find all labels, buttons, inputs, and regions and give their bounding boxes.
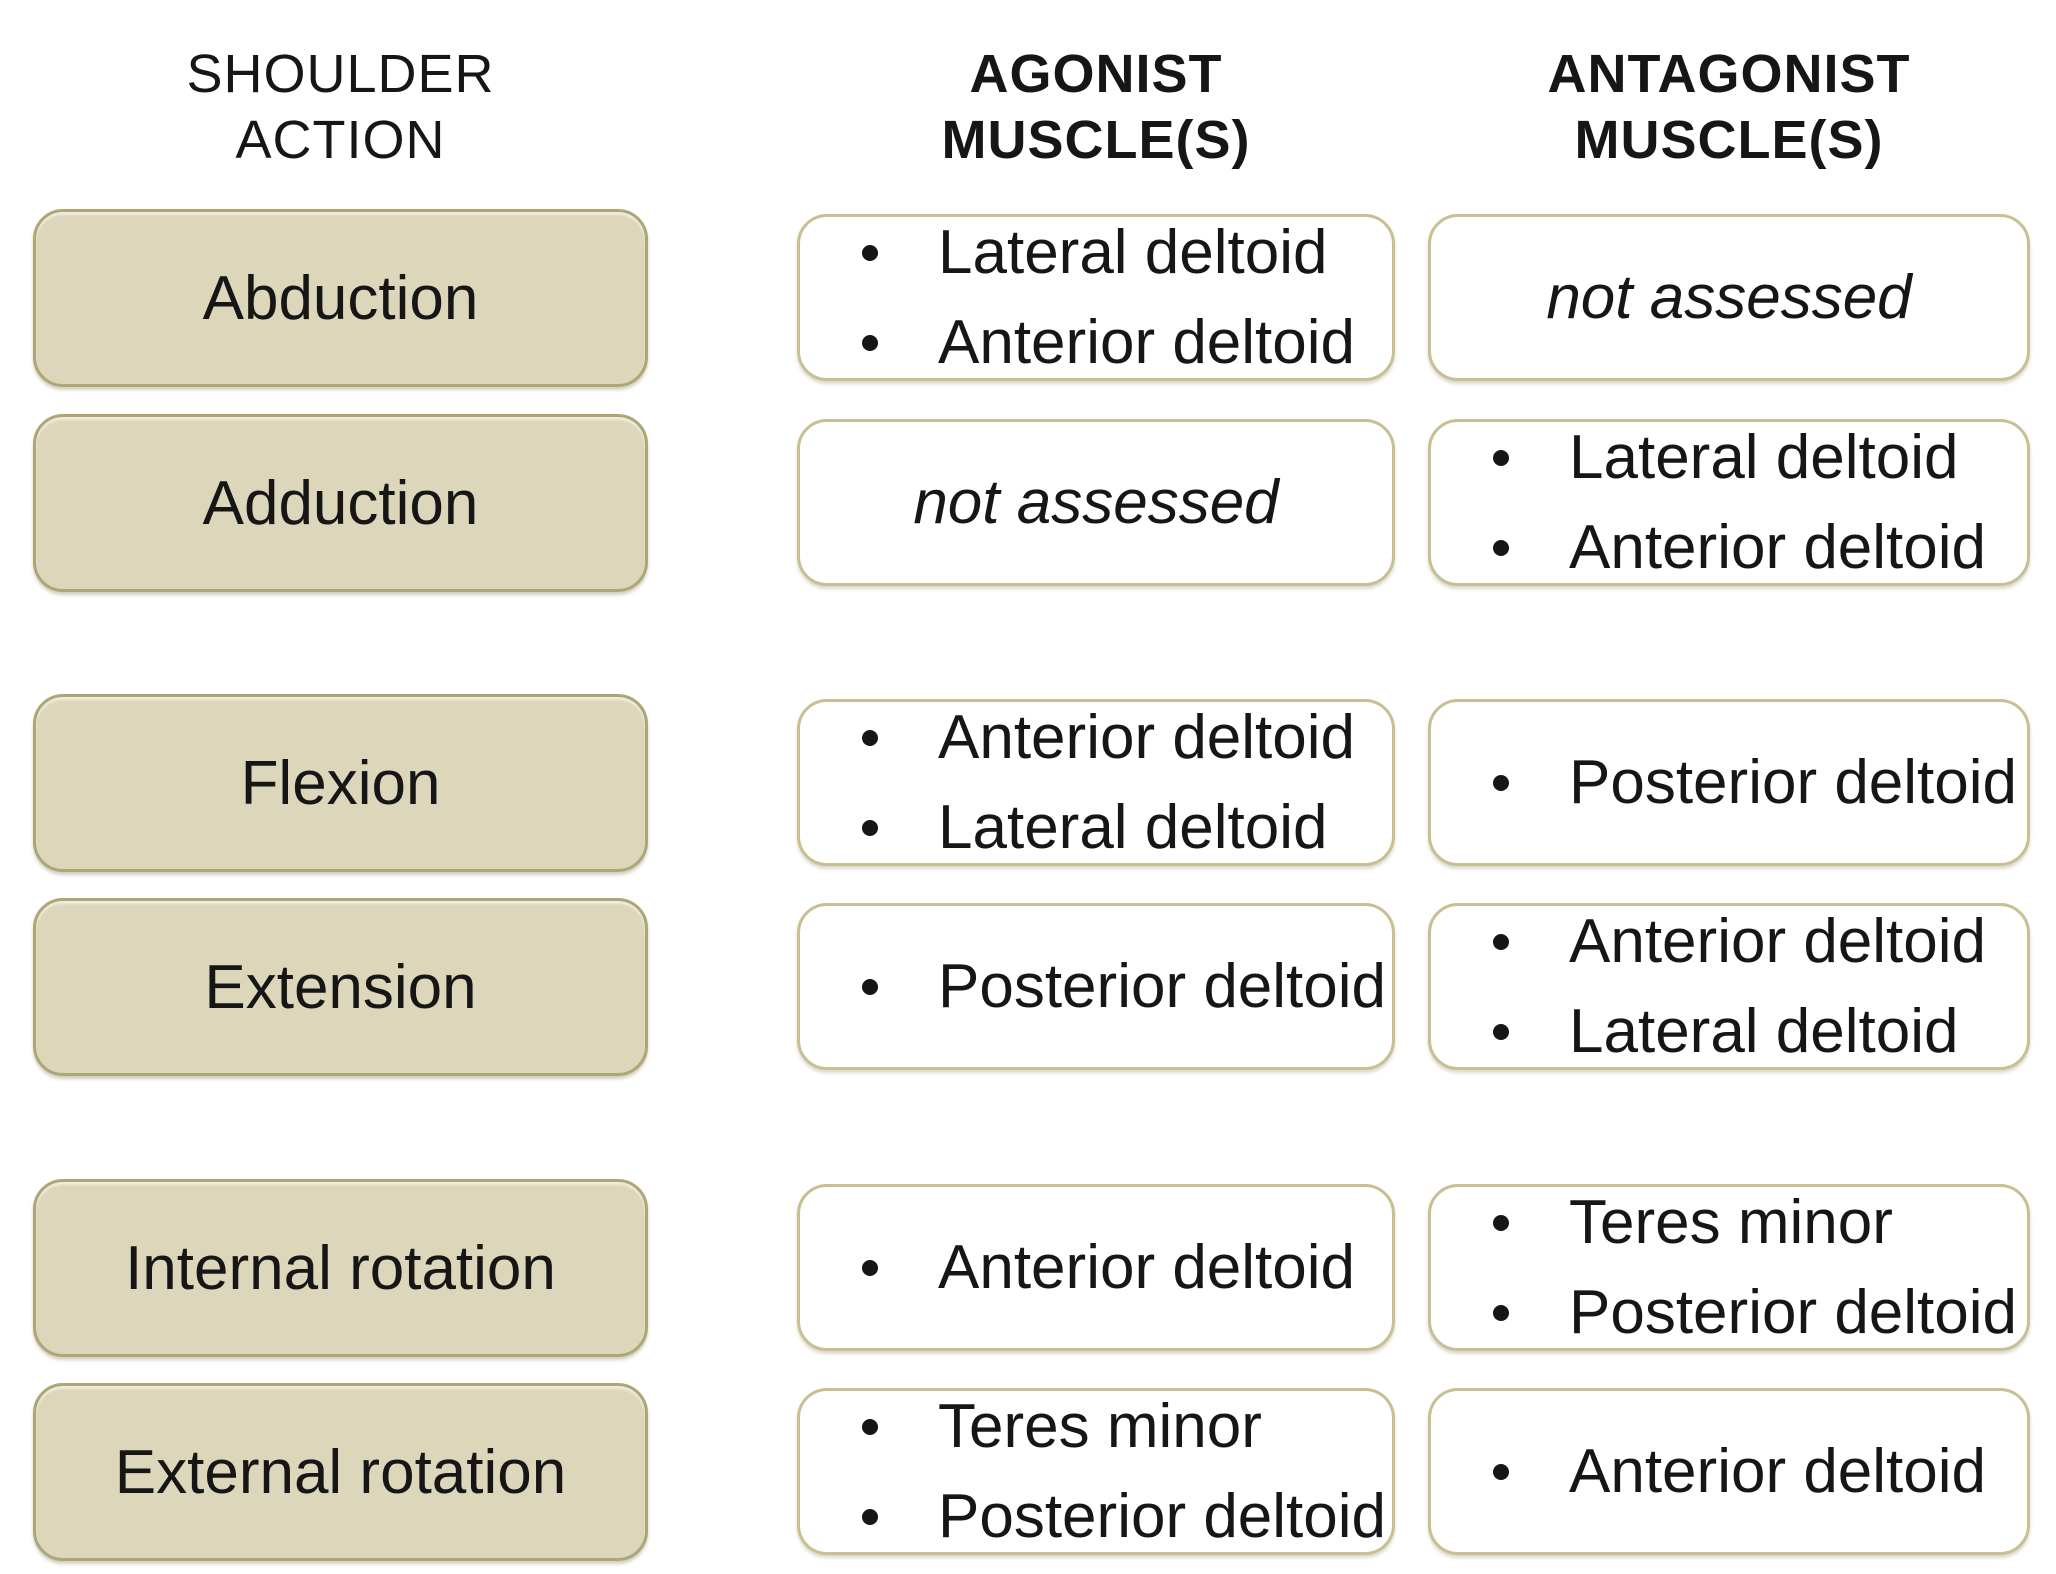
muscle-item-posterior-deltoid: Posterior deltoid <box>1487 1280 2019 1345</box>
muscle-list: Anterior deltoid <box>800 1235 1392 1300</box>
action-label: Internal rotation <box>125 1233 556 1303</box>
agonist-cell-internal-rotation: Anterior deltoid <box>797 1184 1395 1351</box>
action-box-flexion: Flexion <box>33 694 648 872</box>
muscle-list: Anterior deltoid <box>1431 1439 2027 1504</box>
column-header-agonist-muscles: AGONIST MUSCLE(S) <box>797 42 1395 174</box>
muscle-item-lateral-deltoid: Lateral deltoid <box>856 795 1384 860</box>
muscle-item-anterior-deltoid: Anterior deltoid <box>856 310 1384 375</box>
muscle-item-posterior-deltoid: Posterior deltoid <box>856 954 1386 1019</box>
agonist-cell-adduction: not assessed <box>797 419 1395 586</box>
muscle-item-anterior-deltoid: Anterior deltoid <box>1487 1439 2019 1504</box>
not-assessed-note: not assessed <box>913 468 1279 537</box>
action-label: Flexion <box>240 748 441 818</box>
table-row-internal-rotation: Internal rotation Anterior deltoid Teres m… <box>0 1179 2056 1357</box>
action-box-extension: Extension <box>33 898 648 1076</box>
column-header-antagonist-muscles: ANTAGONIST MUSCLE(S) <box>1428 42 2030 174</box>
column-header-line: MUSCLE(S) <box>941 109 1251 170</box>
action-label: Adduction <box>202 468 479 538</box>
column-header-shoulder-action: SHOULDER ACTION <box>33 42 648 174</box>
action-box-adduction: Adduction <box>33 414 648 592</box>
muscle-item-lateral-deltoid: Lateral deltoid <box>856 220 1384 285</box>
table-row-extension: Extension Posterior deltoid Anterior delto… <box>0 898 2056 1076</box>
column-header-line: MUSCLE(S) <box>1574 109 1884 170</box>
muscle-list: Posterior deltoid <box>800 954 1392 1019</box>
antagonist-cell-external-rotation: Anterior deltoid <box>1428 1388 2030 1555</box>
action-label: Abduction <box>202 263 479 333</box>
muscle-item-lateral-deltoid: Lateral deltoid <box>1487 999 2019 1064</box>
muscle-item-anterior-deltoid: Anterior deltoid <box>856 1235 1384 1300</box>
column-header-line: AGONIST <box>969 44 1223 104</box>
action-box-external-rotation: External rotation <box>33 1383 648 1561</box>
action-box-abduction: Abduction <box>33 209 648 387</box>
muscle-item-posterior-deltoid: Posterior deltoid <box>856 1484 1386 1549</box>
antagonist-cell-flexion: Posterior deltoid <box>1428 699 2030 866</box>
muscle-item-posterior-deltoid: Posterior deltoid <box>1487 750 2019 815</box>
column-header-line: ACTION <box>235 109 446 170</box>
muscle-item-teres-minor: Teres minor <box>1487 1190 2019 1255</box>
muscle-list: Posterior deltoid <box>1431 750 2027 815</box>
muscle-item-teres-minor: Teres minor <box>856 1394 1384 1459</box>
action-label: Extension <box>204 952 477 1022</box>
agonist-cell-extension: Posterior deltoid <box>797 903 1395 1070</box>
muscle-item-anterior-deltoid: Anterior deltoid <box>1487 515 2019 580</box>
muscle-item-anterior-deltoid: Anterior deltoid <box>1487 909 2019 974</box>
column-header-line: SHOULDER <box>186 44 495 104</box>
action-label: External rotation <box>114 1437 567 1507</box>
column-header-line: ANTAGONIST <box>1547 44 1911 104</box>
antagonist-cell-abduction: not assessed <box>1428 214 2030 381</box>
not-assessed-note: not assessed <box>1546 263 1912 332</box>
action-box-internal-rotation: Internal rotation <box>33 1179 648 1357</box>
muscle-item-anterior-deltoid: Anterior deltoid <box>856 705 1384 770</box>
muscle-item-lateral-deltoid: Lateral deltoid <box>1487 425 2019 490</box>
